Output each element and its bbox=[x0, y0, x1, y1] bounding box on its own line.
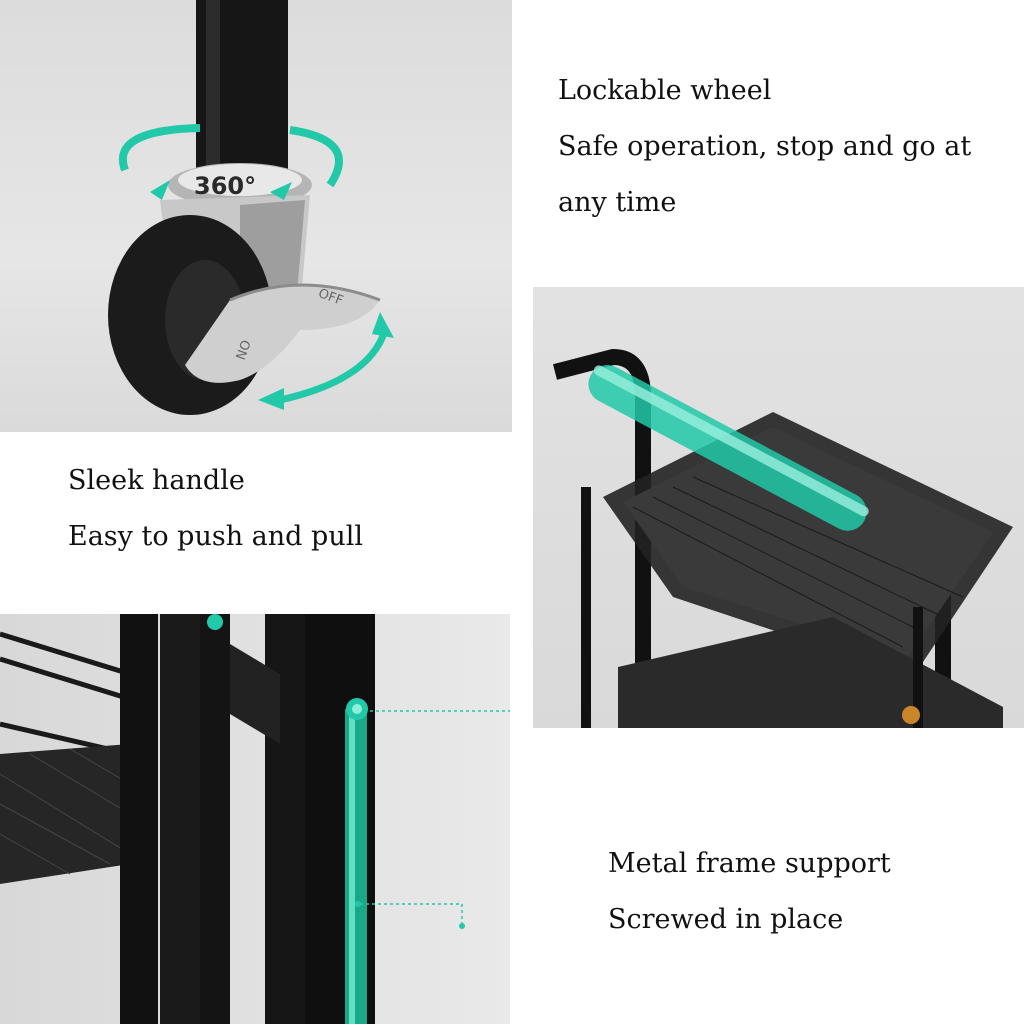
frame-caption: Metal frame support Screwed in place bbox=[608, 836, 891, 948]
wheel-line-2: any time bbox=[558, 187, 677, 218]
wheel-caption: Lockable wheel Safe operation, stop and … bbox=[558, 63, 971, 231]
handle-heading: Sleek handle bbox=[68, 465, 245, 496]
rotation-label: 360° bbox=[194, 172, 257, 200]
frame-line-1: Screwed in place bbox=[608, 904, 844, 935]
wheel-heading: Lockable wheel bbox=[558, 75, 772, 106]
frame-photo bbox=[0, 614, 510, 1024]
handle-line-1: Easy to push and pull bbox=[68, 521, 363, 552]
wheel-photo: 360° OFF ON bbox=[0, 0, 512, 432]
wheel-line-1: Safe operation, stop and go at bbox=[558, 131, 972, 162]
handle-photo bbox=[533, 287, 1024, 728]
frame-heading: Metal frame support bbox=[608, 848, 891, 879]
handle-caption: Sleek handle Easy to push and pull bbox=[68, 453, 363, 565]
